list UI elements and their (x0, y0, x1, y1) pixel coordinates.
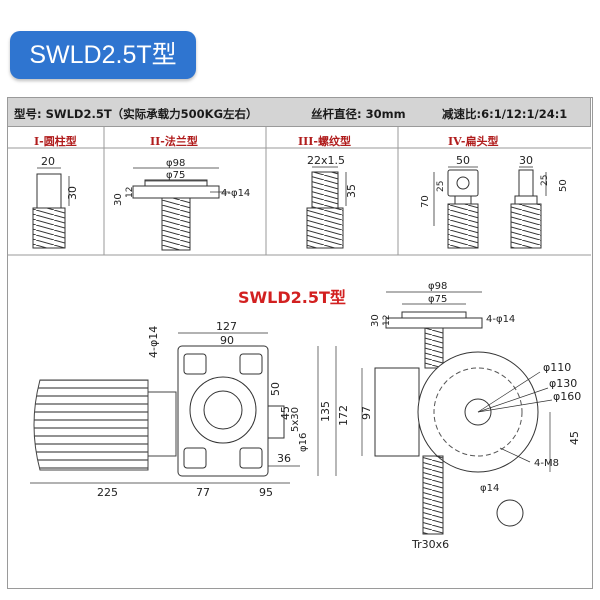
left-w36: 36 (277, 452, 291, 465)
type-2-h30: 30 (113, 193, 124, 206)
model-title-badge: SWLD2.5T型 (10, 31, 196, 79)
type-2-flange-drawing (132, 167, 230, 251)
type-3-height: 35 (345, 184, 358, 198)
type-1-height: 30 (66, 186, 79, 200)
right-d110: φ110 (543, 361, 571, 374)
type-2-label: II-法兰型 (150, 135, 198, 148)
motor-drawing (33, 379, 177, 471)
left-w90: 90 (220, 334, 234, 347)
left-w127: 127 (216, 320, 237, 333)
right-h30: 30 (370, 314, 381, 327)
left-h135: 135 (319, 401, 332, 422)
left-holes: 4-φ14 (147, 326, 160, 358)
gearbox-front-drawing (177, 345, 285, 477)
left-w77: 77 (196, 486, 210, 499)
type-2-h12: 12 (125, 187, 135, 198)
left-shaft-dia: φ16 (298, 433, 309, 452)
spec-model: 型号: SWLD2.5T（实际承载力500KG左右） (14, 107, 258, 121)
left-key: 5x30 (290, 407, 301, 432)
right-shaft-dia: φ14 (480, 483, 499, 494)
type-4-side-h50: 50 (558, 179, 569, 192)
type-4-width: 50 (456, 154, 470, 167)
type-1-width: 20 (41, 155, 55, 168)
type-4-side-width: 30 (519, 154, 533, 167)
left-w95: 95 (259, 486, 273, 499)
right-h12: 12 (382, 315, 392, 326)
type-4-label: IV-扁头型 (448, 135, 499, 148)
type-3-thread-drawing (306, 166, 347, 249)
spec-ratio: 减速比:6:1/12:1/24:1 (442, 107, 568, 121)
left-h50: 50 (269, 382, 282, 396)
right-h97: 97 (360, 406, 373, 420)
type-1-label: I-圆柱型 (34, 135, 77, 148)
right-screw-spec: Tr30x6 (411, 538, 449, 551)
right-threads: 4-M8 (534, 458, 559, 469)
type-4-side-h25: 25 (540, 175, 550, 186)
right-d130: φ130 (549, 377, 577, 390)
spec-screw-diameter: 丝杆直径: 30mm (311, 107, 406, 121)
right-d160: φ160 (553, 390, 581, 403)
type-2-d98: φ98 (166, 158, 185, 169)
right-d98: φ98 (428, 281, 447, 292)
type-4-h70: 70 (420, 195, 431, 208)
spec-bar: 型号: SWLD2.5T（实际承载力500KG左右） 丝杆直径: 30mm 减速… (7, 97, 591, 127)
right-view-drawing (374, 311, 539, 535)
right-dimension-lines (361, 291, 553, 472)
type-3-label: III-螺纹型 (298, 135, 352, 148)
type-4-flathead-drawing (433, 166, 547, 249)
type-2-holes: 4-φ14 (221, 188, 250, 199)
type-3-thread: 22x1.5 (307, 154, 345, 167)
type-row-grid (7, 127, 591, 256)
right-h45: 45 (568, 431, 581, 445)
right-d75: φ75 (428, 294, 447, 305)
left-h45: 45 (279, 406, 292, 420)
left-dimension-lines (30, 332, 337, 484)
main-title: SWLD2.5T型 (238, 288, 346, 307)
type-2-d75: φ75 (166, 170, 185, 181)
left-w225: 225 (97, 486, 118, 499)
type-1-cylinder-drawing (32, 167, 70, 249)
right-holes: 4-φ14 (486, 314, 515, 325)
left-h172: 172 (337, 405, 350, 426)
type-4-h25: 25 (436, 181, 446, 192)
